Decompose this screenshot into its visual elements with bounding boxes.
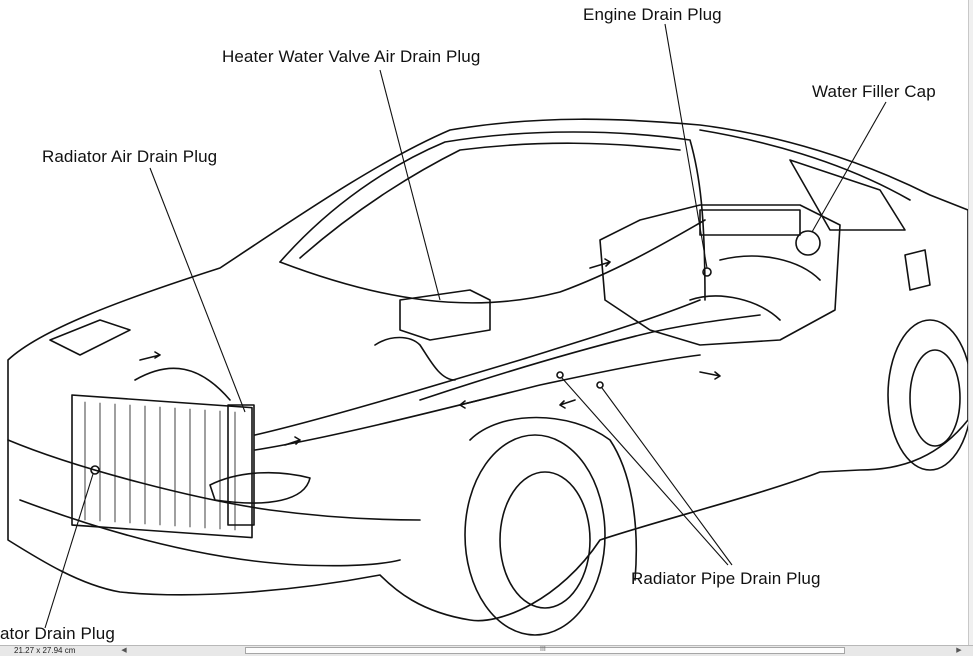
leader-engine-drain-plug [664,23,708,269]
radiator-fins [84,401,236,531]
engine-block [599,204,841,346]
leader-heater-valve [379,69,441,301]
radiator-pipe-drain-marker-1 [556,371,564,379]
flow-arrow [699,371,721,380]
flow-arrow [139,351,161,361]
hood-line [279,219,706,304]
status-bar: 21.27 x 27.94 cm ◀ III ▶ [0,645,973,656]
radiator-core [71,394,253,539]
scroll-right-icon[interactable]: ▶ [956,647,962,654]
scroll-grip-icon: III [540,646,546,653]
door-handle [904,249,931,291]
label-water-filler-cap: Water Filler Cap [812,82,936,101]
bumper-line [7,439,421,521]
door-line [699,129,911,201]
side-window [789,159,906,231]
label-radiator-air-drain-plug: Radiator Air Drain Plug [42,147,218,166]
leader-water-filler-cap [811,101,887,233]
radiator-pipe-drain-marker-2 [596,381,604,389]
leader-radiator-pipe-drain-2 [601,387,733,566]
radiator-right-tank [227,404,255,526]
vertical-scrollbar[interactable] [968,0,973,645]
radiator-drain-plug-marker [90,465,100,475]
coolant-pipe-top [134,367,231,401]
label-engine-drain-plug: Engine Drain Plug [583,5,722,24]
windshield-outline [279,131,706,301]
car-body-outline [7,118,969,622]
flow-arrow [284,436,301,446]
fender-arch [469,416,638,581]
flow-arrow [459,399,481,409]
fog-light [209,471,311,504]
front-wheel-outer [464,434,606,636]
scroll-left-icon[interactable]: ◀ [121,647,127,654]
coolant-pipe-return [419,314,761,401]
coolant-pipe-upper [254,299,701,436]
flow-arrow [559,399,576,409]
bumper-lower [19,499,401,567]
coolant-pipe-lower [254,354,701,451]
water-filler-cap-shape [795,230,821,256]
front-wheel-inner [499,471,591,609]
label-heater-water-valve-air-drain-plug: Heater Water Valve Air Drain Plug [222,47,481,66]
scroll-thumb[interactable] [245,647,845,654]
leader-radiator-drain-plug [44,473,94,629]
rear-wheel-inner [909,349,961,447]
label-radiator-pipe-drain-plug: Radiator Pipe Drain Plug [631,569,821,588]
flow-arrow [589,258,611,269]
engine-detail [689,209,821,321]
page-size-readout: 21.27 x 27.94 cm [14,646,76,655]
heater-hose [374,336,456,381]
label-radiator-drain-plug: ator Drain Plug [0,624,115,643]
leader-radiator-air-drain [149,167,246,413]
headlamp-panel [49,319,131,356]
windshield-inner [299,142,681,259]
leader-radiator-pipe-drain-1 [561,377,729,566]
horizontal-scrollbar[interactable]: III [130,646,940,654]
heater-valve [399,289,491,341]
